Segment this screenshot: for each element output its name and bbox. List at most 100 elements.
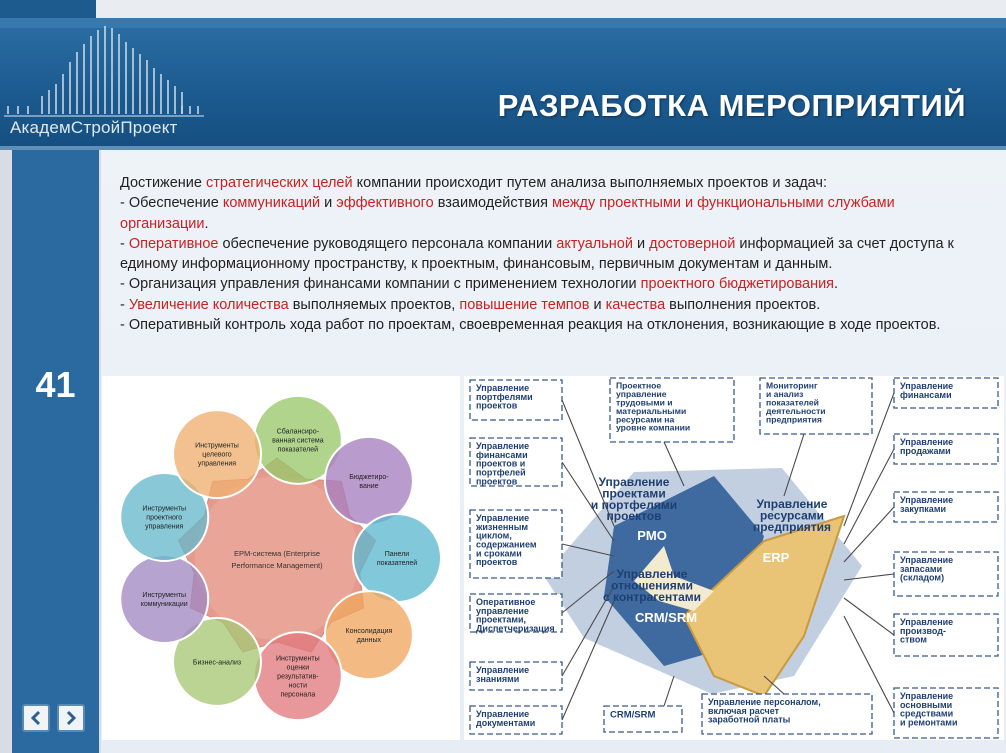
bottom-module-box: Управление персоналом,включая расчетзара… bbox=[701, 693, 873, 735]
left-module-box-label: знаниями bbox=[476, 674, 519, 684]
top-module-box-label: Мониторинг bbox=[766, 381, 818, 391]
body-text: выполняемых проектов, bbox=[288, 296, 460, 313]
epm-petal: Бюджетиро-вание bbox=[323, 435, 414, 526]
highlight-text: качества bbox=[605, 296, 666, 313]
epm-petal-circle bbox=[352, 513, 442, 603]
pmo-arrow bbox=[634, 546, 714, 611]
left-module-box-label: Оперативное bbox=[476, 597, 535, 607]
epm-petal-label: персонала bbox=[280, 692, 315, 699]
crm-title-label: с контрагентами bbox=[603, 590, 701, 604]
bullet-item: - Увеличение количества выполняемых прое… bbox=[120, 295, 980, 315]
top-module-box-label: трудовыми и bbox=[616, 397, 673, 407]
epm-petal-label: вание bbox=[359, 483, 378, 490]
next-slide-button[interactable] bbox=[57, 704, 85, 732]
epm-petal-label: управления bbox=[145, 523, 183, 530]
right-module-box-label: Управление bbox=[900, 437, 953, 447]
bottom-module-box: CRM/SRM bbox=[603, 705, 683, 733]
right-module-box-label: Управление bbox=[900, 495, 953, 505]
epm-petal-label: результатив- bbox=[277, 674, 319, 681]
connector-line bbox=[561, 585, 615, 677]
bullet-list: - Обеспечение коммуникаций и эффективног… bbox=[120, 193, 980, 335]
bullet-item: - Организация управления финансами компа… bbox=[120, 274, 980, 294]
left-module-box-label: Управление bbox=[476, 513, 529, 523]
epm-petal-label: управления bbox=[198, 461, 236, 468]
body-text: - Организация управления финансами компа… bbox=[120, 276, 641, 293]
body-text: и bbox=[589, 296, 606, 313]
epm-petal-label: данных bbox=[357, 637, 382, 644]
body-text: - bbox=[120, 296, 129, 313]
body-text: обеспечение руководящего персонала компа… bbox=[218, 235, 557, 252]
left-module-box-label: проектами, bbox=[476, 615, 526, 625]
body-text: - bbox=[120, 235, 129, 252]
body-text: . bbox=[834, 276, 839, 293]
connector-line bbox=[843, 573, 895, 581]
epm-center-label: Performance Management) bbox=[231, 561, 323, 570]
prev-slide-button[interactable] bbox=[22, 704, 50, 732]
right-module-box-label: средствами bbox=[900, 709, 953, 719]
page-title: РАЗРАБОТКА МЕРОПРИЯТИЙ bbox=[497, 88, 966, 123]
epm-petal-label: показателей bbox=[278, 445, 318, 453]
right-module-box-label: закупками bbox=[900, 504, 946, 514]
left-module-box: Оперативноеуправлениепроектами,Диспетчер… bbox=[469, 593, 563, 633]
right-module-box-label: продажами bbox=[900, 446, 951, 456]
connector-line bbox=[561, 600, 615, 721]
top-module-box-label: управление bbox=[616, 389, 667, 399]
left-module-box-label: Управление bbox=[476, 709, 529, 719]
connector-line bbox=[843, 506, 895, 563]
body-text: выполнения проектов. bbox=[665, 296, 821, 313]
right-module-box-frame bbox=[893, 491, 999, 523]
left-module-box-frame bbox=[469, 437, 563, 487]
left-module-box-label: Управление bbox=[476, 383, 529, 393]
pmo-title-label: проектов bbox=[606, 509, 661, 523]
crm-label: CRM/SRM bbox=[635, 610, 697, 625]
connector-line bbox=[663, 441, 685, 487]
slide-number: 41 bbox=[35, 364, 76, 405]
connector-line bbox=[843, 597, 895, 636]
slide-header: АкадемСтройПроект РАЗРАБОТКА МЕРОПРИЯТИЙ bbox=[0, 18, 1006, 146]
epm-petal-label: коммуникации bbox=[141, 601, 188, 608]
connector-line bbox=[843, 392, 895, 527]
header-band bbox=[0, 18, 1006, 28]
body-text: . bbox=[204, 215, 209, 232]
left-module-box-label: проектов и bbox=[476, 459, 525, 469]
epm-petal-label: Бюджетиро- bbox=[349, 474, 389, 481]
connector-line bbox=[663, 675, 675, 707]
top-module-box-label: ресурсами на bbox=[616, 414, 674, 424]
body-text: и bbox=[320, 195, 337, 212]
body-text: - Оперативный контроль хода работ по про… bbox=[120, 317, 941, 334]
header-underline bbox=[0, 146, 1006, 150]
epm-petal-label: ности bbox=[289, 683, 307, 690]
epm-petal-label: Инструменты bbox=[142, 505, 186, 512]
connector-line bbox=[763, 675, 785, 695]
body-text: и bbox=[632, 235, 650, 252]
left-module-box-frame bbox=[469, 379, 563, 421]
highlight-text: эффективного bbox=[336, 195, 434, 212]
epm-petal-label: показателей bbox=[377, 559, 417, 567]
highlight-text: стратегических целей bbox=[206, 175, 353, 191]
top-strip bbox=[0, 0, 1006, 18]
connector-line bbox=[561, 399, 615, 527]
bottom-module-box-label: Управление персоналом, bbox=[708, 697, 821, 707]
bottom-module-box-label: CRM/SRM bbox=[610, 710, 655, 721]
epm-petal-circle bbox=[323, 590, 414, 681]
epm-petal-label: Инструменты bbox=[276, 656, 320, 663]
left-module-box-frame bbox=[469, 593, 563, 633]
top-module-box-label: уровне компании bbox=[616, 423, 690, 433]
erp-title-label: предприятия bbox=[753, 520, 831, 534]
bottom-module-box-label: включая расчет bbox=[708, 706, 780, 716]
epm-petal-label: Панели bbox=[385, 551, 410, 558]
top-module-box-frame bbox=[759, 377, 873, 435]
left-sidebar bbox=[12, 150, 99, 753]
chevron-right-icon bbox=[66, 710, 77, 726]
body-text: информацией за счет доступа к единому ин… bbox=[120, 235, 954, 273]
bullet-item: - Оперативное обеспечение руководящего п… bbox=[120, 234, 980, 275]
right-module-box-frame bbox=[893, 377, 999, 409]
